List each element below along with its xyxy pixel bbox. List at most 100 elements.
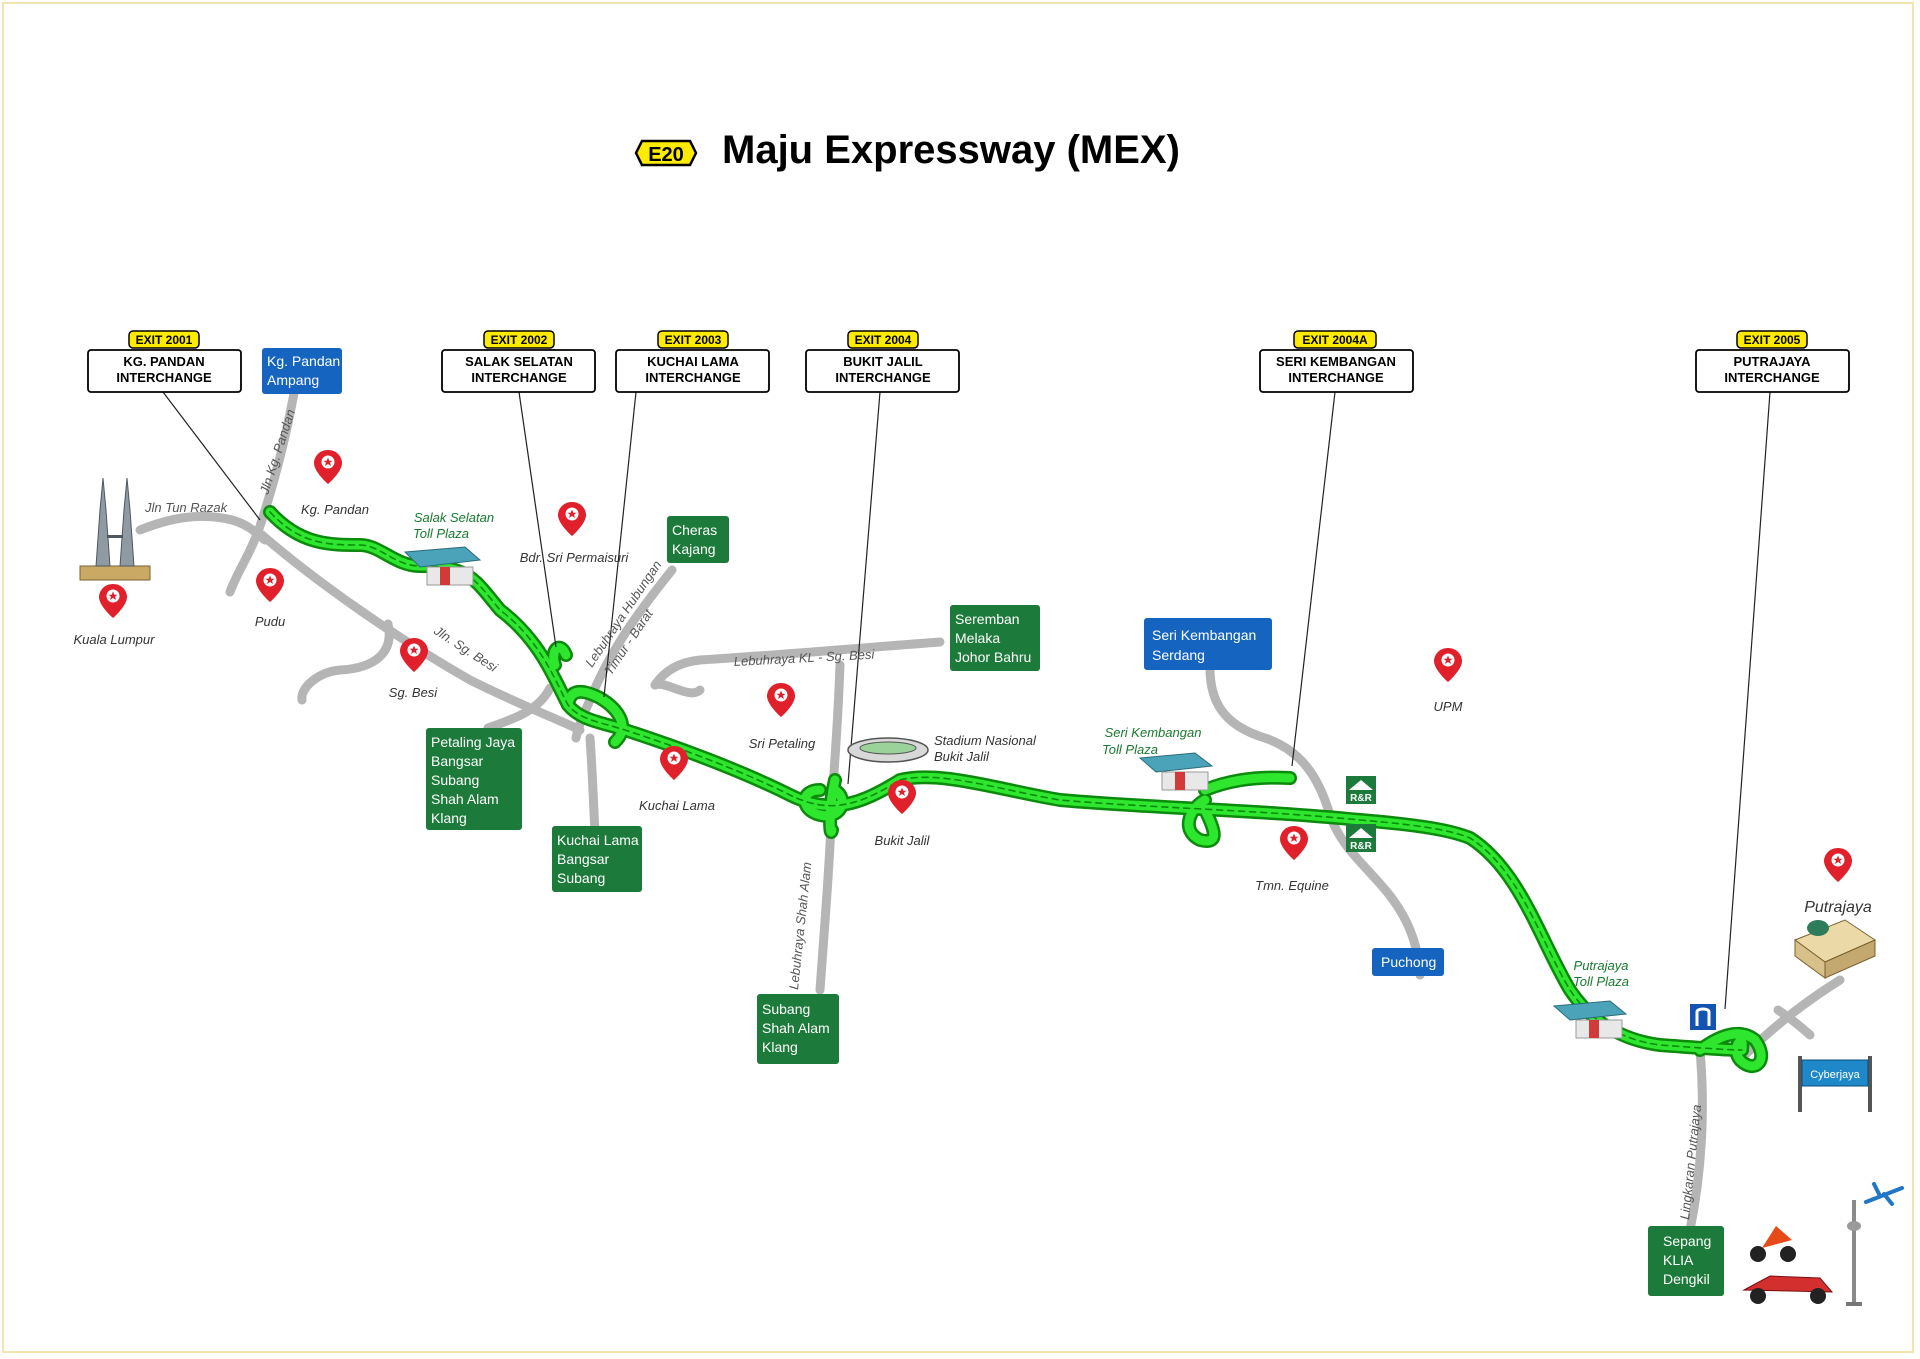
sign-subang-board: [757, 994, 839, 1064]
sign-kg-pandan-ampang[interactable]: Kg. Pandan Ampang: [262, 348, 342, 394]
exit-2004-label[interactable]: EXIT 2004 BUKIT JALIL INTERCHANGE: [805, 330, 960, 393]
exit-2005-tag: [1736, 330, 1808, 349]
exit-2001-box: [87, 349, 242, 393]
putrajaya-building-icon: [1793, 919, 1877, 979]
sign-subang-shah-alam[interactable]: Subang Shah Alam Klang: [757, 994, 839, 1064]
toll-seri-kembangan-stripe: [1175, 772, 1185, 790]
airplane-icon: [1864, 1182, 1904, 1206]
cyberjaya-post-left: [1798, 1056, 1802, 1112]
sign-subang-line: Subang: [762, 1001, 810, 1017]
exit-2002-box: [441, 349, 596, 393]
rr-north-roof: [1349, 780, 1373, 790]
exit-2002-label[interactable]: EXIT 2002 SALAK SELATAN INTERCHANGE: [441, 330, 596, 393]
sign-seremban-board: [950, 605, 1040, 671]
stadium-label-line2: Bukit Jalil: [934, 749, 990, 764]
marker-sg-besi-pin: [400, 638, 428, 672]
sign-seremban-melaka-johor[interactable]: Seremban Melaka Johor Bahru: [950, 605, 1040, 671]
cyberjaya-sign: Cyberjaya: [1798, 1056, 1872, 1112]
exit-2005-number: EXIT 2005: [1744, 333, 1801, 347]
petronas-towers-icon: [79, 477, 151, 581]
exit-2004-box: [805, 349, 960, 393]
mex-bukit-jalil-loop: [800, 775, 847, 837]
exit-2003-tag: [657, 330, 729, 349]
mex-kuchai-loop: [563, 687, 627, 747]
sign-seri-kembangan-line: Serdang: [1152, 647, 1205, 663]
sign-kuchai-lama[interactable]: Kuchai Lama Bangsar Subang: [552, 826, 642, 892]
label-lebuhraya-kl-sg-besi: Lebuhraya KL - Sg. Besi: [733, 647, 875, 669]
exit-2003-label[interactable]: EXIT 2003 KUCHAI LAMA INTERCHANGE: [615, 330, 770, 393]
exit-2002-tag: [483, 330, 555, 349]
sign-petaling-jaya[interactable]: Petaling Jaya Bangsar Subang Shah Alam K…: [426, 728, 522, 830]
toll-seri-kembangan-line1: Seri Kembangan: [1105, 725, 1202, 740]
race-car-body: [1742, 1275, 1834, 1293]
marker-sri-petaling-pin: [767, 683, 795, 717]
sign-petaling-jaya-line: Shah Alam: [431, 791, 499, 807]
marker-bdr-sri-permaisuri-label: Bdr. Sri Permaisuri: [520, 550, 630, 565]
highway-route-icon: [1690, 1004, 1716, 1030]
sign-kg-pandan-ampang-line: Ampang: [267, 372, 319, 388]
route-shield: [634, 139, 698, 167]
marker-kg-pandan-pin: [314, 450, 342, 484]
exit-2004-line1: BUKIT JALIL: [843, 354, 923, 369]
marker-pudu-label: Pudu: [255, 614, 285, 629]
road-lebuhraya-kl-sg-besi: [650, 637, 945, 690]
exit-callout-lines: [162, 391, 1771, 1010]
marker-pudu-pin: [256, 568, 284, 602]
exit-2001-tag: [128, 330, 200, 349]
exit-2004a-label[interactable]: EXIT 2004A SERI KEMBANGAN INTERCHANGE: [1259, 330, 1414, 393]
exit-2004a-line1: SERI KEMBANGAN: [1276, 354, 1396, 369]
toll-seri-kembangan-roof: [1138, 752, 1214, 773]
landmarks: Stadium Nasional Bukit Jalil R&R R&R Cyb…: [79, 477, 1904, 1306]
sign-sepang-klia[interactable]: Sepang KLIA Dengkil: [1648, 1226, 1724, 1296]
exit-2004a-tag: [1293, 330, 1377, 349]
marker-tmn-equine-label: Tmn. Equine: [1255, 878, 1329, 893]
sign-sepang-line: KLIA: [1663, 1252, 1694, 1268]
local-roads: [135, 365, 1845, 1235]
exit-2002-pointer: [518, 391, 557, 648]
motorbike-wheel-rear: [1780, 1246, 1796, 1262]
sign-cheras-kajang-line: Kajang: [672, 541, 716, 557]
sign-puchong-line: Puchong: [1381, 954, 1436, 970]
exit-2001-label[interactable]: EXIT 2001 KG. PANDAN INTERCHANGE: [87, 330, 242, 393]
cyberjaya-label: Cyberjaya: [1810, 1069, 1860, 1081]
place-markers: Kuala Lumpur Pudu Kg. Pandan Sg. Besi Bd…: [74, 450, 1872, 916]
road-sg-besi-spur: [297, 619, 394, 705]
exit-2003-line1: KUCHAI LAMA: [647, 354, 739, 369]
exit-2002-line1: SALAK SELATAN: [465, 354, 573, 369]
sign-puchong[interactable]: Puchong: [1372, 948, 1444, 976]
sign-cheras-kajang[interactable]: Cheras Kajang: [667, 516, 729, 563]
marker-kuchai-lama-label: Kuchai Lama: [639, 798, 715, 813]
putrajaya-dome: [1807, 920, 1829, 936]
sign-cheras-kajang-board: [667, 516, 729, 563]
toll-salak-selatan-line2: Toll Plaza: [413, 526, 469, 541]
marker-putrajaya-label: Putrajaya: [1804, 899, 1872, 916]
sign-kuchai-lama-line: Bangsar: [557, 851, 609, 867]
road-sri-petaling-spur: [650, 679, 705, 698]
toll-salak-selatan-stripe: [440, 567, 450, 585]
exit-2001-pointer: [162, 391, 261, 521]
toll-putrajaya-roof: [1552, 1000, 1628, 1021]
race-car-wheel-rear: [1810, 1288, 1826, 1304]
exit-2005-line1: PUTRAJAYA: [1733, 354, 1811, 369]
toll-putrajaya-stripe: [1589, 1020, 1599, 1038]
exit-2003-number: EXIT 2003: [665, 333, 722, 347]
exit-2005-label[interactable]: EXIT 2005 PUTRAJAYA INTERCHANGE: [1695, 330, 1850, 393]
sign-seri-kembangan-board: [1144, 618, 1272, 670]
sign-kg-pandan-ampang-line: Kg. Pandan: [267, 353, 340, 369]
marker-bukit-jalil-label: Bukit Jalil: [875, 833, 931, 848]
rr-north-icon: R&R: [1346, 776, 1376, 804]
marker-bukit-jalil-pin: [888, 780, 916, 814]
exit-2005-pointer: [1724, 391, 1771, 1010]
sign-seri-kembangan[interactable]: Seri Kembangan Serdang: [1144, 618, 1272, 670]
sign-petaling-jaya-line: Subang: [431, 772, 479, 788]
road-putrajaya-branch: [1773, 1005, 1815, 1040]
marker-kuala-lumpur-pin: [99, 584, 127, 618]
road-kuchai-connector: [585, 733, 600, 835]
sign-kuchai-lama-line: Kuchai Lama: [557, 832, 639, 848]
exit-2005-box: [1695, 349, 1850, 393]
exit-2005-line2: INTERCHANGE: [1724, 370, 1820, 385]
exit-2004-tag: [847, 330, 919, 349]
sign-seremban-line: Melaka: [955, 630, 1000, 646]
marker-upm-pin: [1434, 648, 1462, 682]
toll-salak-selatan-roof: [403, 546, 482, 568]
